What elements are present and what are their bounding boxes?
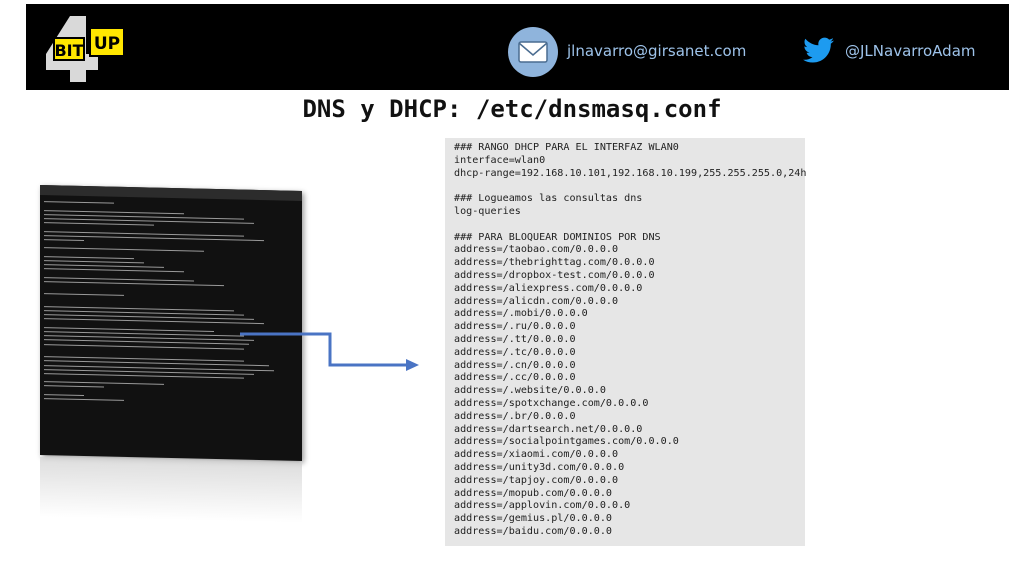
code-line: address=/thebrighttag.com/0.0.0.0	[454, 257, 655, 269]
code-line: address=/spotxchange.com/0.0.0.0	[454, 397, 649, 409]
code-line: address=/.tt/0.0.0.0	[454, 333, 576, 345]
header-banner: BIT UP jlnavarro@girsanet.com @JLNavarro…	[26, 4, 1009, 90]
code-line	[454, 219, 796, 232]
code-line: log-queries	[454, 205, 521, 217]
code-line: address=/.cn/0.0.0.0	[454, 359, 576, 371]
code-line: dhcp-range=192.168.10.101,192.168.10.199…	[454, 167, 807, 179]
code-line: ### PARA BLOQUEAR DOMINIOS POR DNS	[454, 231, 661, 243]
code-line: address=/.website/0.0.0.0	[454, 385, 606, 397]
twitter-bird-icon	[803, 37, 834, 63]
logo-up-text: UP	[94, 34, 120, 54]
code-line: address=/applovin.com/0.0.0.0	[454, 500, 631, 512]
code-line: address=/dropbox-test.com/0.0.0.0	[454, 269, 655, 281]
code-line: interface=wlan0	[454, 154, 546, 166]
code-line: address=/baidu.com/0.0.0.0	[454, 525, 613, 537]
code-line: address=/gemius.pl/0.0.0.0	[454, 513, 613, 525]
mail-envelope-icon	[508, 27, 558, 77]
code-line: ### Logueamos las consultas dns	[454, 193, 643, 205]
code-line: ### RANGO DHCP PARA EL INTERFAZ WLAN0	[454, 142, 679, 153]
code-line: address=/taobao.com/0.0.0.0	[454, 244, 619, 256]
code-line: address=/xiaomi.com/0.0.0.0	[454, 449, 619, 461]
email-address[interactable]: jlnavarro@girsanet.com	[567, 42, 747, 60]
code-line: address=/.cc/0.0.0.0	[454, 372, 576, 384]
code-line: address=/dartsearch.net/0.0.0.0	[454, 423, 643, 435]
code-line: address=/unity3d.com/0.0.0.0	[454, 461, 625, 473]
code-line: address=/.tc/0.0.0.0	[454, 346, 576, 358]
code-line: address=/alicdn.com/0.0.0.0	[454, 295, 619, 307]
code-line: address=/.mobi/0.0.0.0	[454, 308, 588, 320]
code-line: address=/socialpointgames.com/0.0.0.0	[454, 436, 679, 448]
bitup-logo: BIT UP	[46, 16, 125, 82]
code-line: address=/mopub.com/0.0.0.0	[454, 487, 613, 499]
logo-bit-text: BIT	[54, 41, 83, 60]
twitter-handle[interactable]: @JLNavarroAdam	[845, 42, 976, 60]
slide-title: DNS y DHCP: /etc/dnsmasq.conf	[302, 95, 722, 123]
code-line	[454, 180, 796, 193]
code-line: address=/.br/0.0.0.0	[454, 410, 576, 422]
code-line: address=/aliexpress.com/0.0.0.0	[454, 282, 643, 294]
code-line: address=/.ru/0.0.0.0	[454, 321, 576, 333]
code-line: address=/tapjoy.com/0.0.0.0	[454, 474, 619, 486]
